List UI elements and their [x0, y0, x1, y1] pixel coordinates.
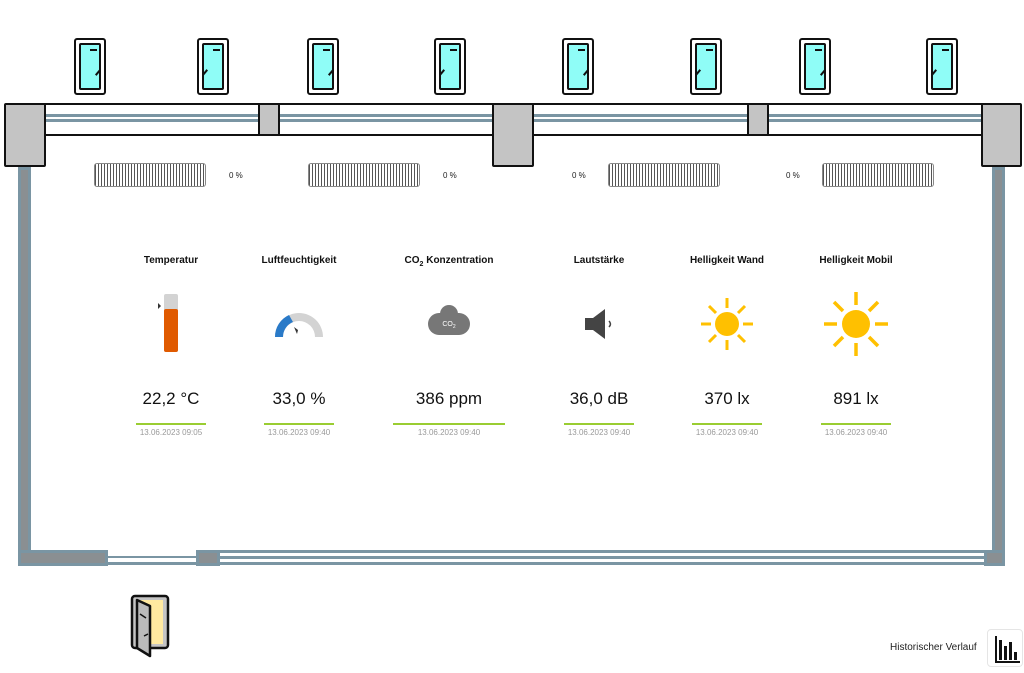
sensor-timestamp: 13.06.2023 09:40 [695, 428, 759, 437]
sensor-humidity[interactable]: Luftfeuchtigkeit 33,0 % 13.06.2023 09:40 [224, 255, 374, 437]
accent-line [136, 423, 206, 425]
bottom-wall [984, 550, 1005, 566]
sensor-co2[interactable]: CO2 Konzentration CO2 386 ppm 13.06.2023… [374, 255, 524, 437]
accent-line [393, 423, 505, 425]
accent-line [264, 423, 334, 425]
sensor-title: Luftfeuchtigkeit [261, 255, 337, 266]
sensor-timestamp: 13.06.2023 09:40 [267, 428, 331, 437]
sensor-timestamp: 13.06.2023 09:40 [824, 428, 888, 437]
speaker-icon [524, 269, 674, 379]
sun-icon [652, 269, 802, 379]
sensor-title: CO2 Konzentration [374, 255, 524, 269]
title-sub: 2 [419, 261, 424, 268]
radiator-percent: 0 % [572, 171, 586, 180]
sensor-timestamp: 13.06.2023 09:05 [139, 428, 203, 437]
cloud-text: CO [442, 321, 453, 328]
sensor-title: Helligkeit Mobil [819, 255, 893, 266]
bottom-rail [220, 550, 984, 566]
door-icon[interactable] [130, 594, 170, 667]
sensor-timestamp: 13.06.2023 09:40 [567, 428, 631, 437]
radiator[interactable] [608, 163, 720, 187]
window-icon[interactable] [197, 38, 229, 95]
sun-icon [781, 269, 931, 379]
window-icon[interactable] [434, 38, 466, 95]
sensor-title: Helligkeit Wand [689, 255, 765, 266]
radiator-percent: 0 % [786, 171, 800, 180]
sensor-title: Lautstärke [573, 255, 625, 266]
radiator-percent: 0 % [229, 171, 243, 180]
sensor-volume[interactable]: Lautstärke 36,0 dB 13.06.2023 09:40 [524, 255, 674, 437]
bottom-rail [108, 556, 196, 565]
bottom-wall [196, 550, 220, 566]
history-button[interactable] [987, 629, 1023, 667]
sensor-value: 370 lx [704, 389, 750, 408]
gauge-icon [224, 269, 374, 379]
radiator[interactable] [94, 163, 206, 187]
bar-chart-icon [995, 636, 1020, 663]
title-co: CO [404, 255, 420, 266]
cloud-sub: 2 [452, 324, 456, 331]
sensor-brightness-mobile[interactable]: Helligkeit Mobil 891 lx 13.06.2023 09:40 [781, 255, 931, 437]
pillar [492, 103, 534, 167]
window-icon[interactable] [926, 38, 958, 95]
accent-line [564, 423, 634, 425]
sensor-value: 33,0 % [272, 389, 326, 408]
accent-line [692, 423, 762, 425]
title-rest: Konzentration [423, 255, 494, 266]
window-icon[interactable] [74, 38, 106, 95]
sensor-temperature[interactable]: Temperatur 22,2 °C 13.06.2023 09:05 [96, 255, 246, 437]
sensor-title: Temperatur [143, 255, 199, 266]
sensor-value: 386 ppm [415, 389, 483, 408]
pillar [981, 103, 1022, 167]
pillar [747, 103, 769, 136]
sensor-timestamp: 13.06.2023 09:40 [417, 428, 481, 437]
sensor-value: 891 lx [833, 389, 879, 408]
window-icon[interactable] [799, 38, 831, 95]
window-icon[interactable] [307, 38, 339, 95]
pillar [258, 103, 280, 136]
left-wall [18, 167, 31, 566]
radiator[interactable] [308, 163, 420, 187]
pillar [4, 103, 46, 167]
thermometer-icon [96, 269, 246, 379]
accent-line [821, 423, 891, 425]
sensor-value: 22,2 °C [142, 389, 200, 408]
co2-cloud-icon: CO2 [374, 269, 524, 379]
right-wall [992, 167, 1005, 566]
radiator-percent: 0 % [443, 171, 457, 180]
sensor-brightness-wall[interactable]: Helligkeit Wand 370 lx 13.06.2023 09:40 [652, 255, 802, 437]
history-label[interactable]: Historischer Verlauf [890, 642, 977, 653]
sensor-value: 36,0 dB [569, 389, 629, 408]
window-icon[interactable] [690, 38, 722, 95]
radiator[interactable] [822, 163, 934, 187]
window-icon[interactable] [562, 38, 594, 95]
bottom-wall [18, 550, 108, 566]
